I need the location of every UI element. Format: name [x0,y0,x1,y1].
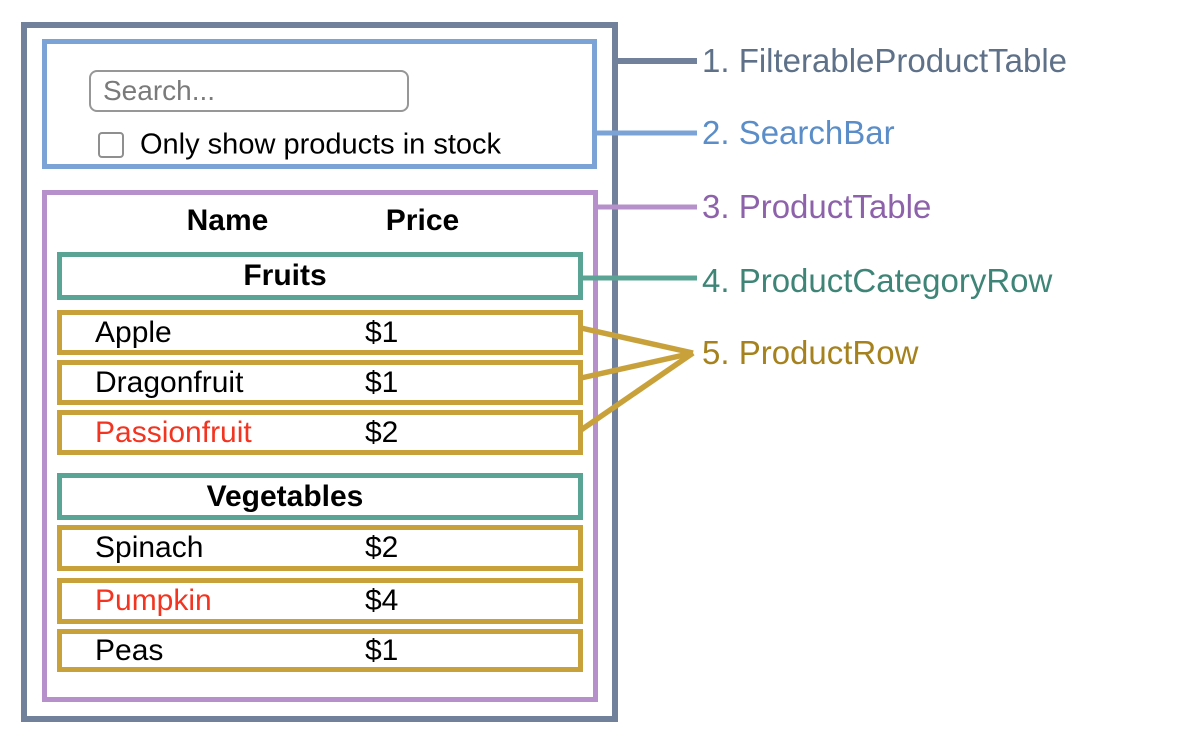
product-name: Peas [95,633,164,667]
search-input[interactable] [89,70,409,112]
product-name: Spinach [95,531,204,564]
column-header-price: Price [385,204,460,237]
product-name: Passionfruit [95,415,252,449]
product-name: Pumpkin [95,584,212,617]
label-search-bar: 2. SearchBar [702,114,895,151]
product-row: Spinach $2 [57,525,583,571]
category-label: Vegetables [206,479,364,513]
label-product-table: 3. ProductTable [702,188,932,225]
in-stock-checkbox[interactable] [98,132,124,158]
label-product-row: 5. ProductRow [702,334,919,371]
product-row: Passionfruit $2 [57,410,583,455]
product-name: Dragonfruit [95,365,244,399]
column-header-name: Name [186,204,269,237]
product-price: $1 [365,365,399,399]
category-label: Fruits [243,259,327,292]
product-table-box [42,190,598,702]
product-row: Dragonfruit $1 [57,360,583,405]
label-product-category-row: 4. ProductCategoryRow [702,262,1053,299]
product-price: $2 [365,531,399,564]
product-price: $1 [365,315,399,349]
label-filterable-product-table: 1. FilterableProductTable [702,42,1068,79]
product-row: Apple $1 [57,310,583,355]
product-name: Apple [95,315,172,349]
product-category-row: Vegetables [57,473,583,520]
product-row: Peas $1 [57,629,583,672]
product-price: $2 [365,415,399,449]
in-stock-checkbox-label: Only show products in stock [140,128,502,161]
product-price: $1 [365,633,399,667]
search-bar-box [42,39,597,169]
product-category-row: Fruits [57,252,583,300]
product-row: Pumpkin $4 [57,578,583,624]
product-price: $4 [365,584,399,617]
